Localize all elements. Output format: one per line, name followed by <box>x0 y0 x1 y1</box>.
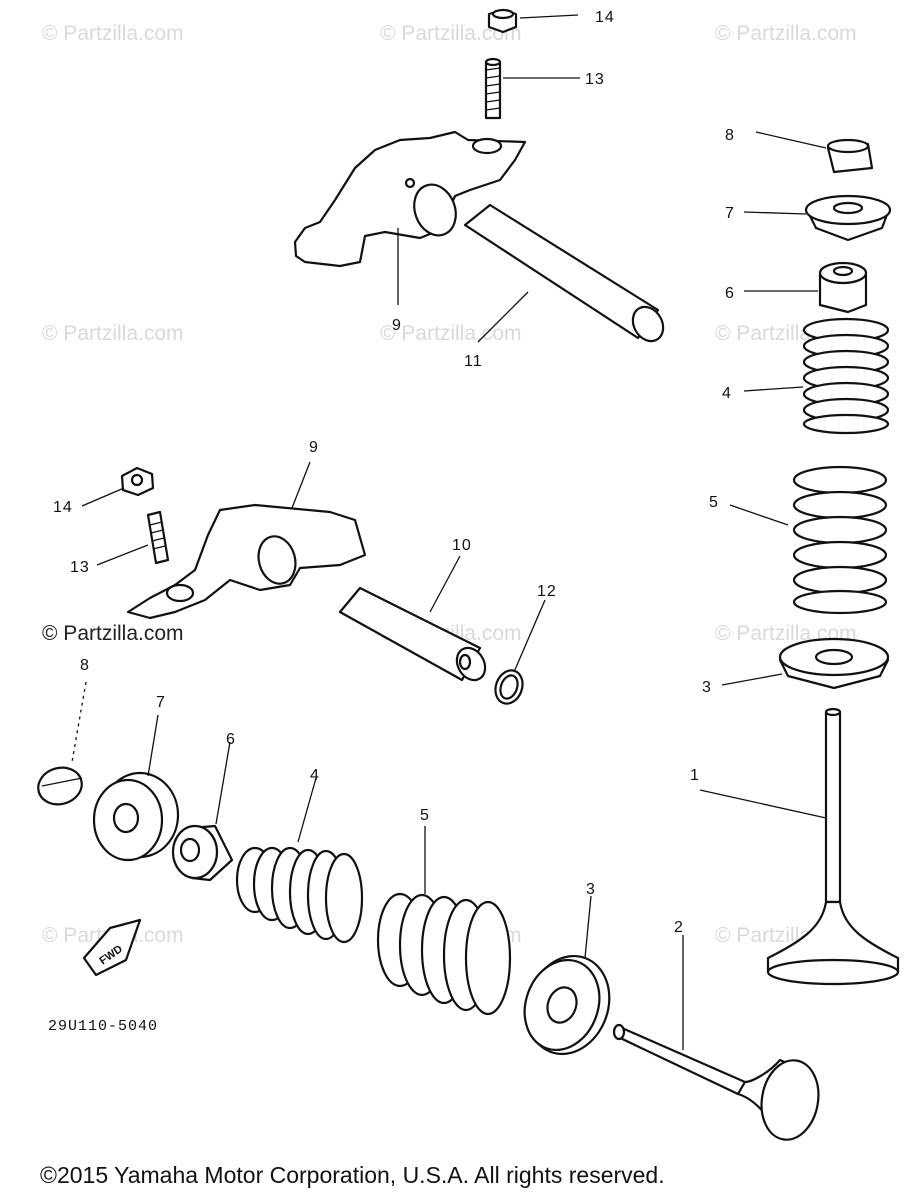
watermark: © Partzilla.com <box>715 22 857 45</box>
diagram-code: 29U110-5040 <box>48 1018 158 1035</box>
valve-cotter-8-right <box>826 138 874 174</box>
spring-retainer-7-bottom <box>92 771 180 862</box>
rocker-shaft-11 <box>463 203 665 343</box>
valve-2 <box>612 1023 820 1141</box>
watermark: © Partzilla.com <box>42 22 184 45</box>
rocker-arm-9-top <box>293 130 527 268</box>
callout-2: 2 <box>674 919 684 936</box>
adjuster-screw-13-top <box>484 57 502 120</box>
callout-4: 4 <box>722 385 732 402</box>
o-ring-12 <box>494 669 524 705</box>
callout-3: 3 <box>586 881 596 898</box>
callout-7: 7 <box>725 205 735 222</box>
callout-12: 12 <box>537 583 557 600</box>
outer-spring-5-right <box>792 465 888 615</box>
callout-5: 5 <box>709 494 719 511</box>
callout-3: 3 <box>702 679 712 696</box>
callout-7: 7 <box>156 694 166 711</box>
watermark: © Partzilla.com <box>380 322 522 345</box>
spring-seat-3-bottom <box>523 954 611 1056</box>
watermark: © Partzilla.com <box>42 322 184 345</box>
callout-1: 1 <box>690 767 700 784</box>
spring-seat-6-right <box>818 261 868 314</box>
callout-6: 6 <box>725 285 735 302</box>
callout-13: 13 <box>70 559 90 576</box>
nut-14-top <box>487 8 518 34</box>
valve-cotter-8-bottom <box>37 766 83 806</box>
leader-lines <box>71 14 827 1050</box>
rocker-arm-9-left <box>126 503 367 620</box>
fwd-arrow-icon: FWD <box>82 918 142 977</box>
callout-labels: 14 13 9 11 8 7 6 4 5 3 1 2 9 14 13 10 12… <box>53 9 735 936</box>
callout-8: 8 <box>80 657 90 674</box>
callout-9: 9 <box>392 317 402 334</box>
outer-spring-5-bottom <box>376 892 512 1016</box>
spring-retainer-7-right <box>804 194 892 242</box>
valve-1 <box>766 707 900 986</box>
callout-8: 8 <box>725 127 735 144</box>
rocker-shaft-10 <box>338 586 487 682</box>
callout-9: 9 <box>309 439 319 456</box>
spring-seat-3-right <box>778 637 890 690</box>
inner-spring-4-bottom <box>235 846 364 944</box>
callout-14: 14 <box>595 9 615 26</box>
callout-14: 14 <box>53 499 73 516</box>
nut-14-left <box>120 466 155 497</box>
callout-6: 6 <box>226 731 236 748</box>
callout-11: 11 <box>464 353 483 370</box>
watermark: © Partzilla.com <box>380 22 522 45</box>
callout-5: 5 <box>420 807 430 824</box>
adjuster-screw-13-left <box>146 510 170 565</box>
copyright-notice: ©2015 Yamaha Motor Corporation, U.S.A. A… <box>40 1162 665 1188</box>
callout-10: 10 <box>452 537 472 554</box>
callout-13: 13 <box>585 71 605 88</box>
inner-spring-4-right <box>802 317 890 435</box>
watermark-dark: © Partzilla.com <box>42 622 184 645</box>
spring-seat-6-bottom <box>171 824 234 882</box>
callout-4: 4 <box>310 767 320 784</box>
